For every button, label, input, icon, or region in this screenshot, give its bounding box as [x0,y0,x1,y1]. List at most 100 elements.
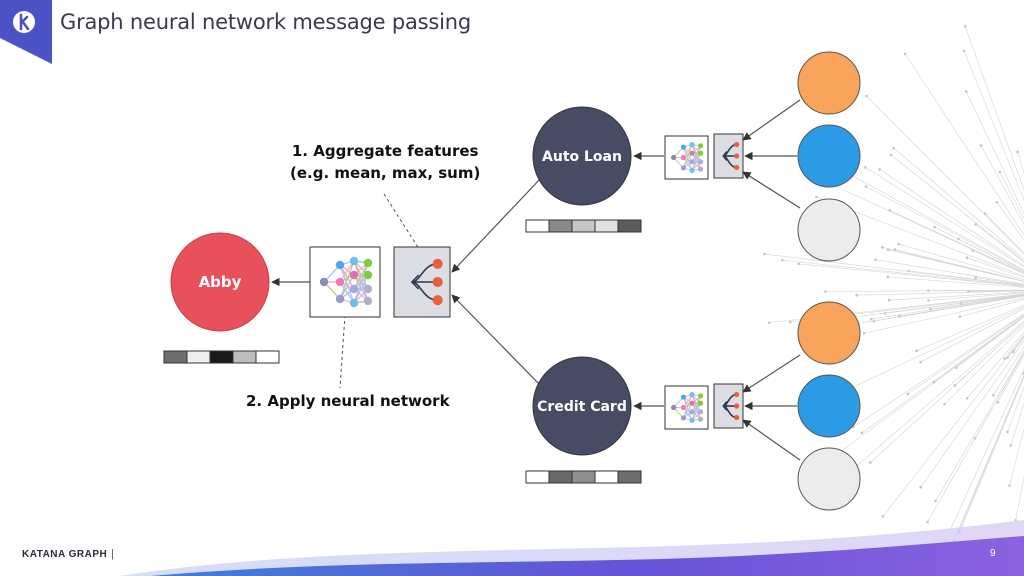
feature-cell [255,350,280,364]
burst-dot [864,166,867,169]
burst-line [1010,402,1024,446]
burst-dot [998,170,1002,174]
burst-line [1007,336,1024,358]
burst-dot [974,223,978,226]
burst-line [975,224,1024,263]
burst-line [850,174,1024,271]
burst-line [954,322,1024,386]
edge-orange-top-to-aggregator [742,99,801,141]
burst-line [898,243,1024,281]
burst-dot [864,185,868,188]
callout-aggregate-line1: 1. Aggregate features [291,142,479,160]
aggregator-box-abby [393,246,451,318]
burst-dot [1014,518,1017,522]
burst-dot [869,317,873,321]
burst-line [893,147,1024,260]
burst-line [798,263,1024,287]
feature-cell [594,219,619,233]
burst-dot [903,52,907,56]
burst-dot [881,515,885,518]
burst-line [984,213,1024,254]
burst-dot [962,49,966,53]
burst-line [965,91,1024,215]
burst-dot [932,380,936,384]
burst-dot [934,499,937,503]
burst-dot [1016,150,1019,154]
burst-line [866,95,1024,255]
burst-line [959,376,1024,533]
burst-dot [1008,484,1011,487]
burst-line [966,331,1024,399]
burst-line [764,253,1024,286]
burst-line [904,53,1024,236]
footer-wave [150,536,1024,576]
node-abby [170,232,270,332]
burst-line [963,50,1024,202]
callout-line-aggregate [383,193,422,253]
burst-line [882,247,1024,282]
burst-dot [1006,356,1010,359]
burst-line [853,313,1024,428]
slide-title: Graph neural network message passing [60,10,472,34]
burst-line [856,320,1024,466]
feature-vector-auto-loan [525,219,642,233]
feature-vector-abby [163,350,280,364]
burst-dot [788,320,792,324]
node-credit-card [532,356,632,456]
burst-dot [983,212,987,215]
feature-cell [571,470,596,484]
burst-dot [919,485,922,489]
burst-line [958,375,1024,532]
burst-dot [919,360,922,364]
burst-line [875,259,1024,285]
burst-line [966,257,1024,278]
aggregator-box-credit-card [713,383,744,429]
burst-dot [897,242,901,246]
burst-dot [874,258,877,262]
edges [271,99,801,461]
burst-dot [965,256,969,259]
burst-dot [824,290,827,293]
burst-line [864,297,1024,334]
burst-dot [964,90,968,93]
callout-aggregate-line2: (e.g. mean, max, sum) [290,164,481,182]
leaf-node-gray-bottom [797,447,861,511]
burst-line [879,169,1024,267]
burst-dot [815,195,818,199]
node-credit-card-label: Credit Card [537,399,627,415]
leaf-node-gray-top [797,198,861,262]
burst-line [861,315,1024,434]
burst-dot [868,461,872,464]
burst-dot [974,276,978,279]
burst-dot [926,520,929,524]
burst-line [1015,475,1024,521]
feature-cell [594,470,619,484]
burst-line [825,289,1024,292]
burst-line [782,259,1024,287]
burst-line [927,352,1024,523]
edge-gray-top-to-aggregator [742,171,801,209]
burst-line [871,295,1024,320]
burst-dot [996,401,1000,404]
node-auto-loan [532,106,632,206]
burst-dot [855,293,859,297]
leaf-node-blue-bottom [797,374,861,438]
burst-dot [1011,350,1015,354]
burst-dot [862,331,866,335]
burst-line [964,26,1024,191]
burst-dot [926,289,930,292]
burst-dot [881,246,884,249]
burst-line [890,154,1024,262]
logo [0,0,52,64]
feature-cell [525,219,550,233]
burst-dot [892,146,895,150]
burst-line [997,354,1024,403]
burst-dot [943,402,946,406]
burst-line [959,299,1024,317]
burst-line [1004,334,1024,359]
aggregator-box-auto-loan [713,133,744,179]
burst-dot [886,275,890,279]
burst-dot [933,225,936,229]
burst-line [953,374,1024,541]
